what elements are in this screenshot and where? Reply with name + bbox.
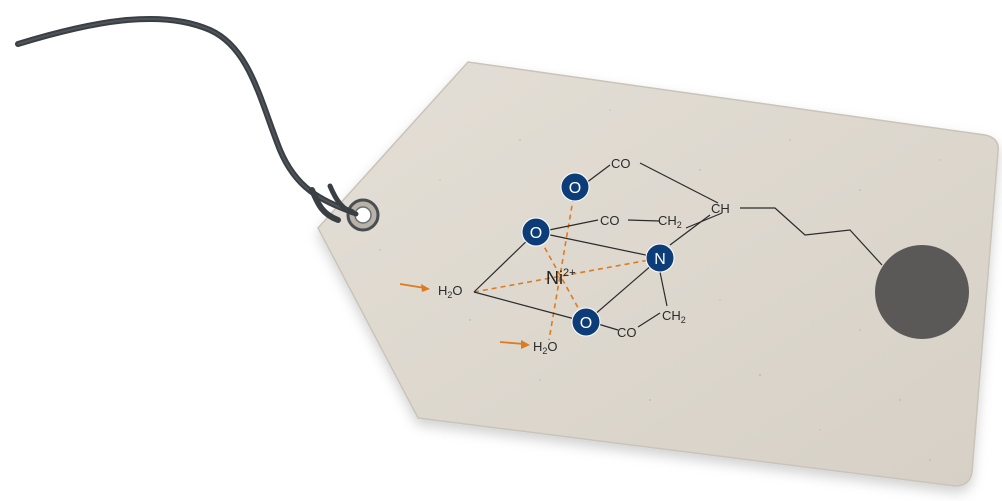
co-label-bottom: CO: [617, 325, 637, 340]
svg-text:O: O: [580, 315, 592, 332]
ch2-label-top: CH2: [658, 213, 682, 230]
molecule-bonds: [473, 162, 723, 331]
co-label-top: CO: [611, 156, 631, 171]
arrow-icon: [499, 341, 525, 345]
ch-label: CH: [711, 201, 730, 216]
arrowhead-icon: [521, 340, 530, 349]
water-label-left: H2O: [438, 283, 463, 300]
svg-text:N: N: [654, 251, 666, 268]
ch2-label-bottom: CH2: [662, 308, 686, 325]
alkyl-chain: [740, 207, 883, 266]
eyelet: [346, 198, 380, 232]
co-label-mid: CO: [600, 213, 620, 228]
water-label-bottom: H2O: [533, 339, 558, 356]
svg-text:O: O: [569, 180, 581, 197]
atom-o1: O: [560, 172, 590, 202]
nickel-ion-label: Ni2+: [546, 267, 576, 288]
water-ligand-left: H2O: [399, 283, 463, 300]
price-tag: [317, 61, 999, 487]
water-ligand-bottom: H2O: [499, 339, 558, 356]
arrow-icon: [399, 283, 426, 289]
grey-disc: [875, 245, 969, 339]
arrowhead-icon: [421, 284, 430, 292]
coordination-bonds: [473, 187, 661, 341]
atom-o2: O: [521, 217, 551, 247]
tag-string: [15, 15, 359, 223]
atom-n1: N: [645, 243, 675, 273]
group-labels: CO CO CO CH CH2 CH2: [600, 156, 730, 340]
atom-o3: O: [571, 307, 601, 337]
paper-texture: [379, 109, 941, 461]
svg-text:O: O: [530, 225, 542, 242]
